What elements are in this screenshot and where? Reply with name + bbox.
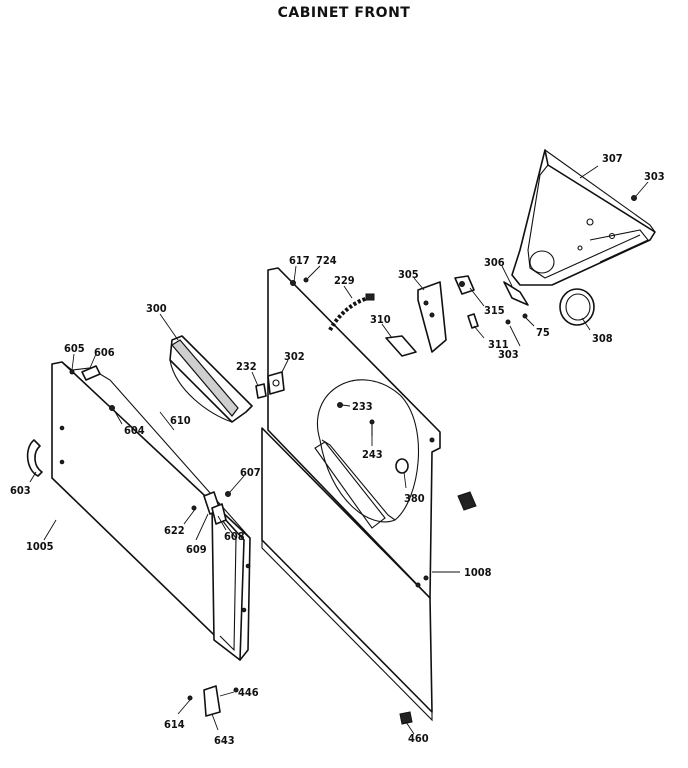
label-604: 604: [124, 424, 145, 437]
label-310: 310: [370, 313, 391, 326]
lamp-380: [395, 458, 409, 474]
label-305: 305: [398, 268, 419, 281]
hinge-cluster: [191, 491, 231, 525]
label-302: 302: [284, 350, 305, 363]
cabinet-front-panel: [261, 267, 441, 722]
control-housing-300: [169, 335, 253, 423]
label-303-lower: 303: [498, 348, 519, 361]
label-614: 614: [164, 718, 185, 731]
label-229: 229: [334, 274, 355, 287]
lower-hinge: [187, 685, 239, 717]
hinge-606: [81, 365, 101, 381]
clip-311: [467, 313, 479, 329]
bracket-306: [503, 281, 529, 319]
screw-605: [69, 369, 75, 375]
label-606: 606: [94, 346, 115, 359]
label-307: 307: [602, 152, 623, 165]
label-243: 243: [362, 448, 383, 461]
foot-460: [399, 711, 413, 725]
label-380: 380: [404, 492, 425, 505]
label-610: 610: [170, 414, 191, 427]
label-1008: 1008: [464, 566, 492, 579]
diagram-title: CABINET FRONT: [277, 5, 411, 21]
leader-lines: [29, 165, 649, 735]
label-605: 605: [64, 342, 85, 355]
label-306: 306: [484, 256, 505, 269]
label-311: 311: [488, 338, 509, 351]
label-622: 622: [164, 524, 185, 537]
front-bulkhead: [511, 149, 656, 286]
pin-243: [369, 419, 375, 436]
label-724: 724: [316, 254, 337, 267]
seal-ring: [559, 288, 595, 326]
screw-303-top: [631, 195, 637, 201]
label-1005: 1005: [26, 540, 54, 553]
label-303-top: 303: [644, 170, 665, 183]
fastener-617: [290, 280, 296, 286]
label-75: 75: [536, 326, 550, 339]
part-labels: 307 303 306 305 315 75 308 310 311 303 6…: [10, 152, 665, 747]
door-1005: [51, 361, 251, 661]
handle-603: [26, 439, 43, 477]
plate-302: [267, 371, 285, 395]
screw-604: [109, 405, 115, 411]
screw-303-lower: [505, 319, 511, 325]
fastener-724: [303, 277, 309, 283]
label-617: 617: [289, 254, 310, 267]
label-608: 608: [224, 530, 245, 543]
label-300: 300: [146, 302, 167, 315]
switch-315: [454, 275, 475, 295]
label-315: 315: [484, 304, 505, 317]
label-460: 460: [408, 732, 429, 745]
label-643: 643: [214, 734, 235, 747]
wire-harness-229: [328, 293, 375, 331]
label-446: 446: [238, 686, 259, 699]
label-603: 603: [10, 484, 31, 497]
label-609: 609: [186, 543, 207, 556]
door-catch: [457, 491, 477, 511]
label-233: 233: [352, 400, 373, 413]
clip-310: [385, 335, 417, 357]
plate-305: [417, 281, 447, 353]
label-232: 232: [236, 360, 257, 373]
label-308: 308: [592, 332, 613, 345]
screw-233: [337, 402, 343, 408]
clip-232: [255, 383, 267, 399]
label-607: 607: [240, 466, 261, 479]
